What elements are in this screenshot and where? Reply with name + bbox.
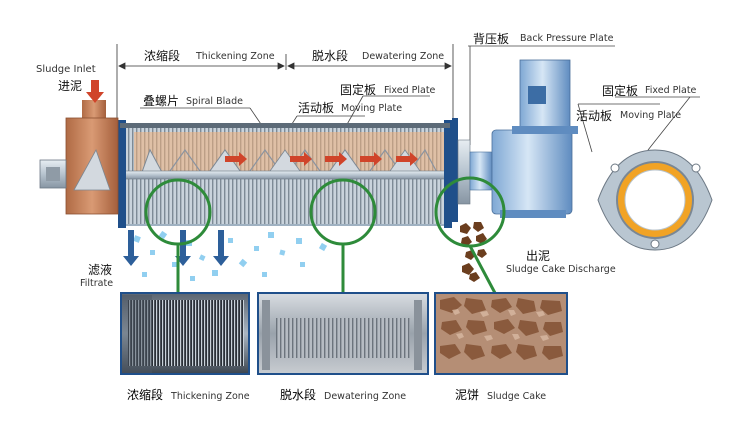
caption-en: Sludge Cake (487, 391, 547, 402)
photo-sludge-cake (434, 292, 568, 375)
back-pressure-plate-label-en: Back Pressure Plate (520, 33, 614, 44)
caption-cn: 脱水段 (280, 388, 317, 402)
fixed-plate-right-label-cn: 固定板 (602, 84, 639, 98)
dewatering-zone-label-cn: 脱水段 (312, 49, 349, 63)
screw-press-body (59, 120, 471, 228)
sludge-inlet-label-en: Sludge Inlet (36, 64, 96, 75)
spiral-blade-label-cn: 叠螺片 (143, 94, 180, 108)
label-leader-lines (140, 45, 700, 153)
dewatering-zone-label-en: Dewatering Zone (362, 51, 445, 62)
sludge-cake-discharge-label-en: Sludge Cake Discharge (506, 264, 616, 275)
filtrate-label-cn: 滤液 (88, 263, 113, 277)
filtrate-arrows (123, 230, 229, 266)
filtrate-label-en: Filtrate (80, 278, 114, 289)
caption-en: Thickening Zone (171, 391, 250, 402)
caption-thickening-zone: 浓缩段 Thickening Zone (127, 386, 250, 403)
caption-sludge-cake: 泥饼 Sludge Cake (455, 386, 546, 403)
moving-plate-label-cn: 活动板 (298, 101, 335, 115)
caption-cn: 浓缩段 (127, 388, 164, 402)
spiral-blade-label-en: Spiral Blade (186, 96, 243, 107)
caption-dewatering-zone: 脱水段 Dewatering Zone (280, 386, 406, 403)
back-pressure-plate (452, 118, 493, 222)
thickening-zone-label-cn: 浓缩段 (144, 49, 181, 63)
callout-circles (144, 176, 506, 294)
moving-plate-right-label-en: Moving Plate (620, 110, 682, 121)
thickening-zone-label-en: Thickening Zone (196, 51, 275, 62)
fixed-plate-label-en: Fixed Plate (384, 85, 436, 96)
fixed-plate-label-cn: 固定板 (340, 83, 377, 97)
sludge-inlet-tank (39, 100, 119, 215)
sludge-inlet-arrow (86, 80, 104, 103)
flow-arrows (225, 152, 418, 166)
caption-en: Dewatering Zone (324, 391, 407, 402)
sludge-cake-discharge-label-cn: 出泥 (526, 249, 551, 263)
fixed-plate-right-label-en: Fixed Plate (645, 85, 697, 96)
back-pressure-plate-label-cn: 背压板 (473, 32, 510, 46)
photo-thickening-zone (120, 292, 250, 375)
drive-motor (491, 59, 578, 218)
sludge-inlet-label-cn: 进泥 (58, 79, 83, 93)
moving-plate-label-en: Moving Plate (341, 103, 403, 114)
moving-plate-right-label-cn: 活动板 (576, 109, 613, 123)
photo-dewatering-zone (257, 292, 429, 375)
zone-dimension-lines (116, 44, 454, 140)
plate-ring-cross-section (597, 149, 713, 251)
caption-cn: 泥饼 (455, 388, 480, 402)
